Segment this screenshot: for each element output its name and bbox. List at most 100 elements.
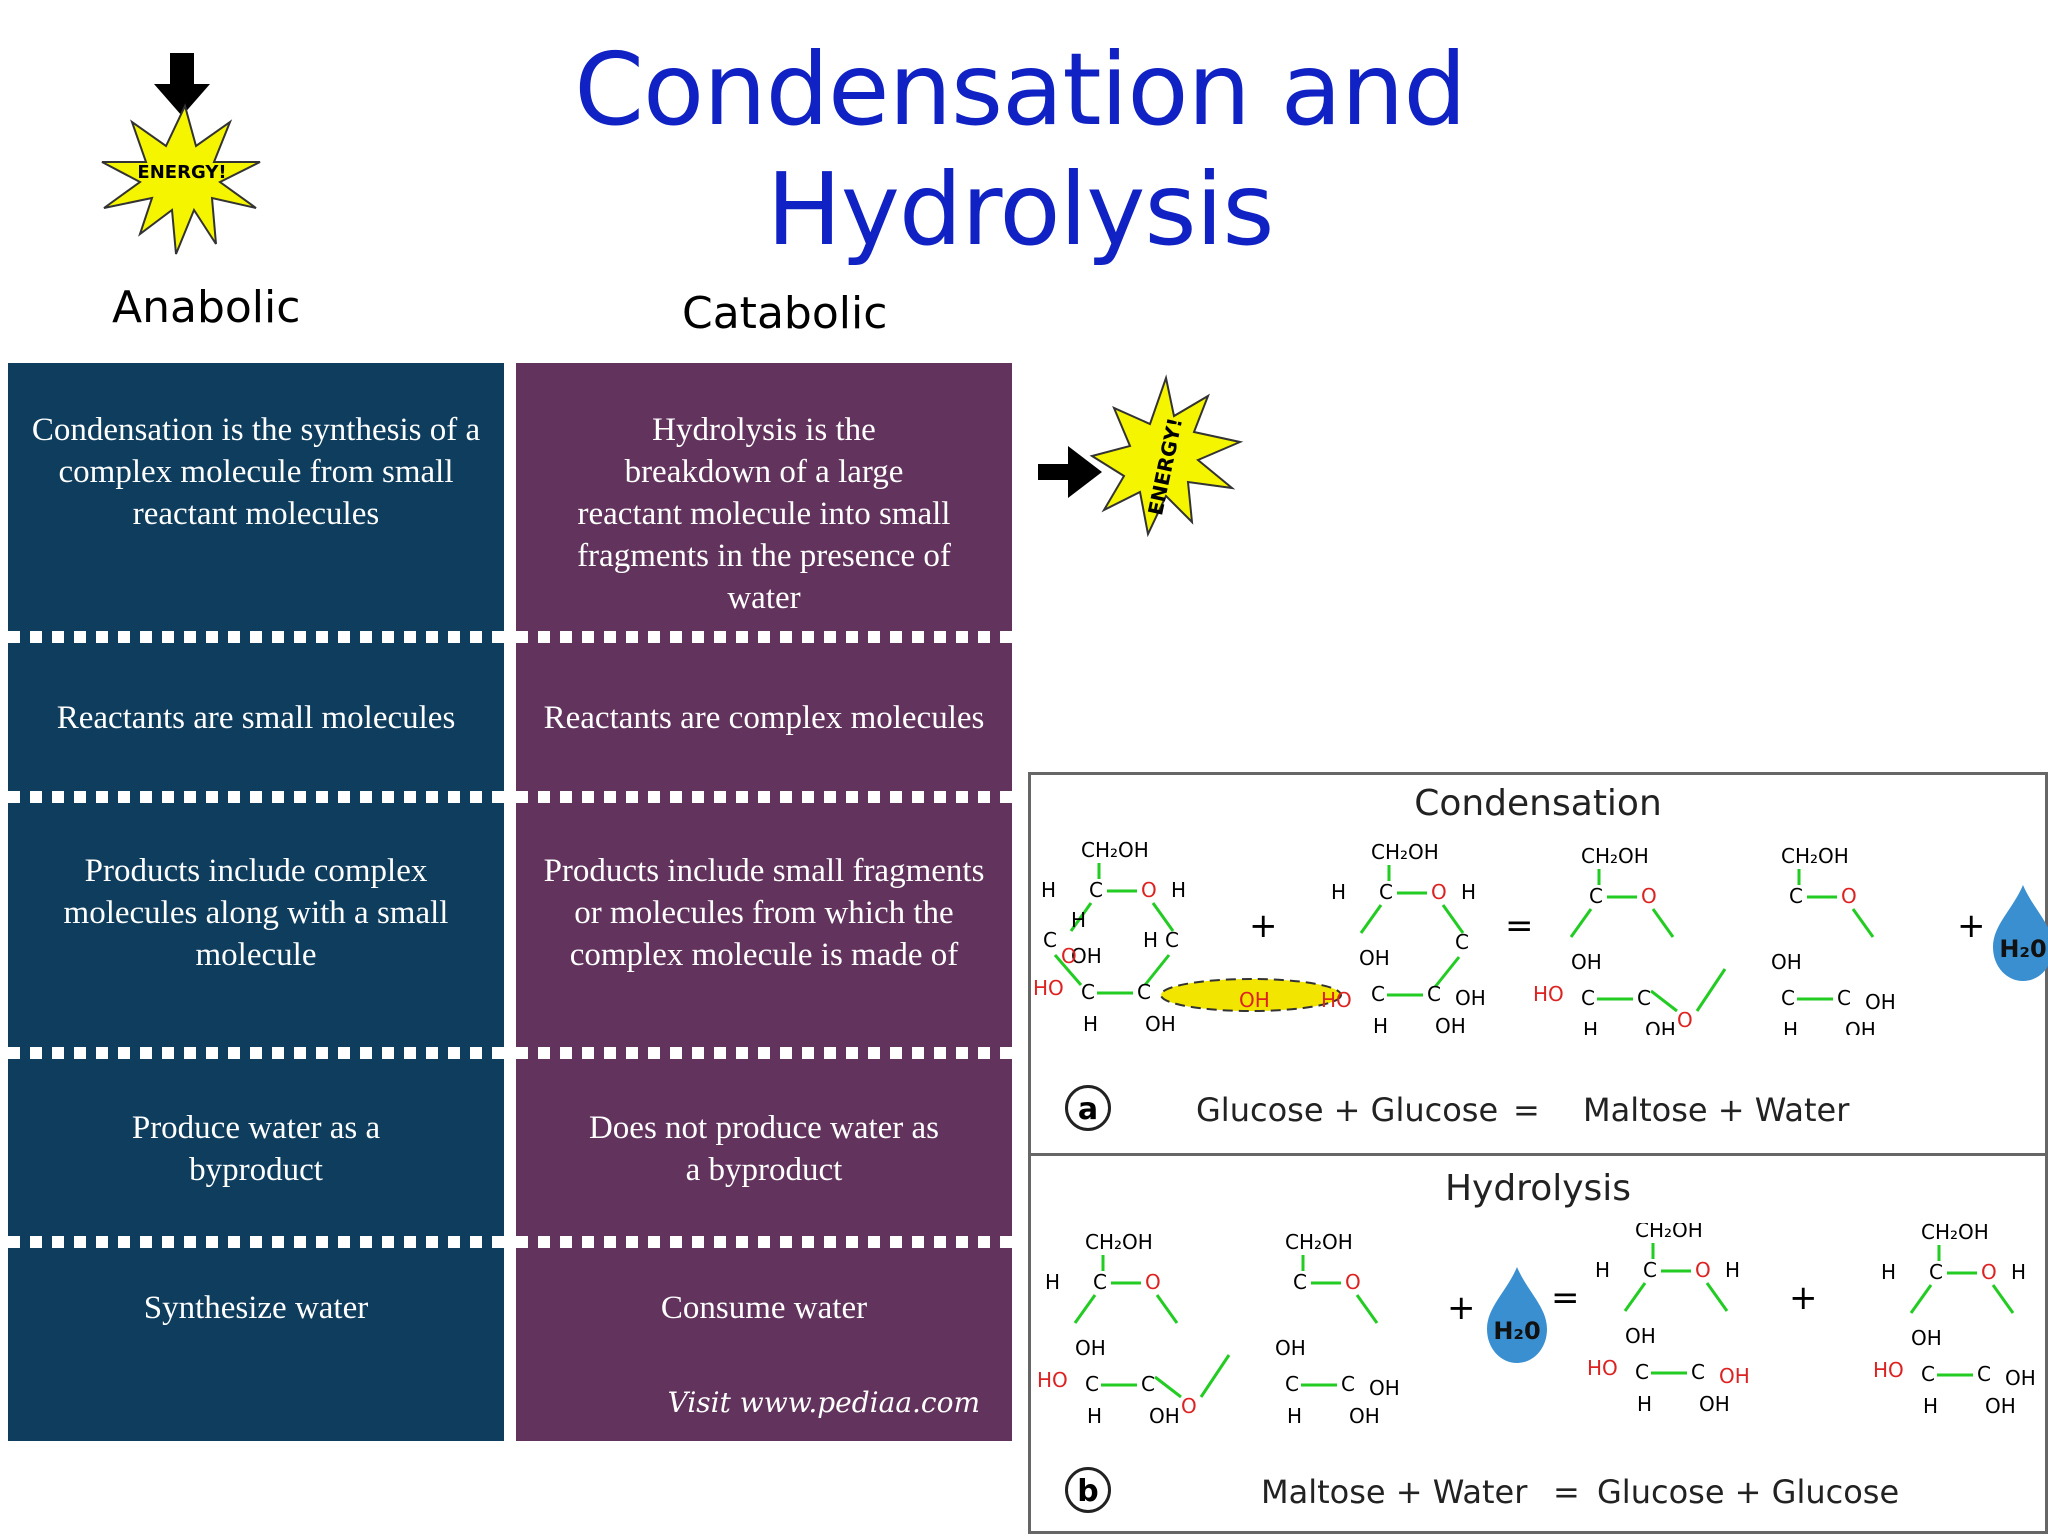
catabolic-cell-consume: Consume water bbox=[660, 1290, 868, 1326]
anabolic-column: Condensation is the synthesis of a compl… bbox=[8, 363, 504, 1441]
svg-text:CH₂OH: CH₂OH bbox=[1921, 1223, 1989, 1244]
svg-text:H: H bbox=[1783, 1018, 1798, 1035]
condensation-equation-left: Glucose + Glucose bbox=[1196, 1091, 1499, 1129]
dotted-divider bbox=[8, 791, 504, 803]
svg-text:OH: OH bbox=[1349, 1404, 1380, 1428]
svg-text:H: H bbox=[2011, 1260, 2026, 1284]
svg-text:C: C bbox=[1371, 982, 1385, 1006]
svg-text:OH: OH bbox=[1075, 1336, 1106, 1360]
svg-text:H: H bbox=[1041, 878, 1056, 902]
svg-text:OH: OH bbox=[1071, 944, 1102, 968]
svg-text:OH: OH bbox=[2005, 1366, 2036, 1390]
svg-text:O: O bbox=[1695, 1258, 1711, 1282]
svg-text:CH₂OH: CH₂OH bbox=[1371, 840, 1439, 864]
svg-text:C: C bbox=[1427, 982, 1441, 1006]
svg-text:H: H bbox=[1923, 1394, 1938, 1418]
catabolic-heading: Catabolic bbox=[682, 288, 888, 339]
svg-text:CH₂OH: CH₂OH bbox=[1581, 844, 1649, 868]
svg-text:HO: HO bbox=[1873, 1358, 1904, 1382]
anabolic-cell-products: Products include complex molecules along… bbox=[63, 853, 449, 973]
svg-text:HO: HO bbox=[1587, 1356, 1618, 1380]
svg-text:C: C bbox=[1293, 1270, 1307, 1294]
dotted-divider bbox=[516, 631, 1012, 643]
svg-text:HO: HO bbox=[1037, 1368, 1068, 1392]
equals-sign: = bbox=[1505, 906, 1534, 946]
svg-text:H: H bbox=[1045, 1270, 1060, 1294]
svg-text:O: O bbox=[1641, 884, 1657, 908]
water-removal-highlight bbox=[1160, 978, 1342, 1012]
plus-sign: + bbox=[1789, 1278, 1818, 1318]
svg-text:C: C bbox=[1589, 884, 1603, 908]
svg-text:C: C bbox=[1691, 1360, 1705, 1384]
svg-text:OH: OH bbox=[1625, 1324, 1656, 1348]
svg-text:HO: HO bbox=[1321, 988, 1352, 1012]
svg-text:C: C bbox=[1637, 986, 1651, 1010]
panel-b-badge: b bbox=[1065, 1467, 1111, 1513]
svg-text:OH: OH bbox=[1455, 986, 1486, 1010]
svg-text:C: C bbox=[1137, 980, 1151, 1004]
svg-text:OH: OH bbox=[1699, 1392, 1730, 1416]
svg-text:H: H bbox=[1461, 880, 1476, 904]
svg-text:C: C bbox=[1085, 1372, 1099, 1396]
svg-text:H: H bbox=[1071, 908, 1086, 932]
svg-text:OH: OH bbox=[1369, 1376, 1400, 1400]
svg-text:O: O bbox=[1345, 1270, 1361, 1294]
svg-text:H: H bbox=[1595, 1258, 1610, 1282]
plus-sign: + bbox=[1447, 1288, 1476, 1328]
svg-text:OH: OH bbox=[1435, 1014, 1466, 1035]
svg-text:H₂0: H₂0 bbox=[1493, 1317, 1540, 1345]
svg-text:C: C bbox=[1043, 928, 1057, 952]
source-credit: Visit www.pediaa.com bbox=[667, 1386, 980, 1419]
anabolic-heading: Anabolic bbox=[112, 282, 301, 333]
catabolic-cell-reactants: Reactants are complex molecules bbox=[543, 700, 985, 736]
svg-text:C: C bbox=[1929, 1260, 1943, 1284]
plus-sign: + bbox=[1249, 906, 1278, 946]
svg-text:C: C bbox=[1341, 1372, 1355, 1396]
anabolic-cell-definition: Condensation is the synthesis of a compl… bbox=[31, 412, 481, 532]
svg-text:OH: OH bbox=[1865, 990, 1896, 1014]
svg-text:H: H bbox=[1373, 1014, 1388, 1035]
dotted-divider bbox=[516, 1047, 1012, 1059]
svg-text:O: O bbox=[1677, 1008, 1693, 1032]
dotted-divider bbox=[8, 1236, 504, 1248]
hydrolysis-equation-equals: = bbox=[1553, 1473, 1580, 1511]
dotted-divider bbox=[516, 1236, 1012, 1248]
svg-text:H: H bbox=[1331, 880, 1346, 904]
svg-text:O: O bbox=[1841, 884, 1857, 908]
right-arrow-icon bbox=[1038, 446, 1102, 498]
svg-text:CH₂OH: CH₂OH bbox=[1635, 1223, 1703, 1242]
svg-text:O: O bbox=[1061, 944, 1077, 968]
energy-label: ENERGY! bbox=[137, 162, 226, 183]
svg-text:H₂0: H₂0 bbox=[1999, 935, 2046, 963]
svg-text:OH: OH bbox=[1275, 1336, 1306, 1360]
svg-text:C: C bbox=[1977, 1362, 1991, 1386]
svg-text:OH: OH bbox=[1719, 1364, 1750, 1388]
svg-text:H: H bbox=[1881, 1260, 1896, 1284]
anabolic-cell-reactants: Reactants are small molecules bbox=[56, 700, 456, 736]
catabolic-cell-products: Products include small fragments or mole… bbox=[543, 853, 985, 973]
svg-text:C: C bbox=[1141, 1372, 1155, 1396]
svg-text:H: H bbox=[1287, 1404, 1302, 1428]
condensation-panel-title: Condensation bbox=[1414, 783, 1662, 824]
svg-text:CH₂OH: CH₂OH bbox=[1285, 1230, 1353, 1254]
panel-separator bbox=[1031, 1153, 2045, 1156]
svg-text:OH: OH bbox=[1145, 1012, 1176, 1035]
svg-text:C: C bbox=[1781, 986, 1795, 1010]
svg-text:O: O bbox=[1145, 1270, 1161, 1294]
svg-text:O: O bbox=[1981, 1260, 1997, 1284]
svg-text:H: H bbox=[1583, 1018, 1598, 1035]
svg-text:H: H bbox=[1143, 928, 1158, 952]
hydrolysis-equation-right: Glucose + Glucose bbox=[1597, 1473, 1900, 1511]
svg-text:H: H bbox=[1171, 878, 1186, 902]
condensation-equation-right: Maltose + Water bbox=[1583, 1091, 1850, 1129]
svg-text:H: H bbox=[1637, 1392, 1652, 1416]
svg-text:OH: OH bbox=[1771, 950, 1802, 974]
equals-sign: = bbox=[1551, 1278, 1580, 1318]
svg-text:CH₂OH: CH₂OH bbox=[1085, 1230, 1153, 1254]
svg-text:H: H bbox=[1725, 1258, 1740, 1282]
svg-text:C: C bbox=[1789, 884, 1803, 908]
